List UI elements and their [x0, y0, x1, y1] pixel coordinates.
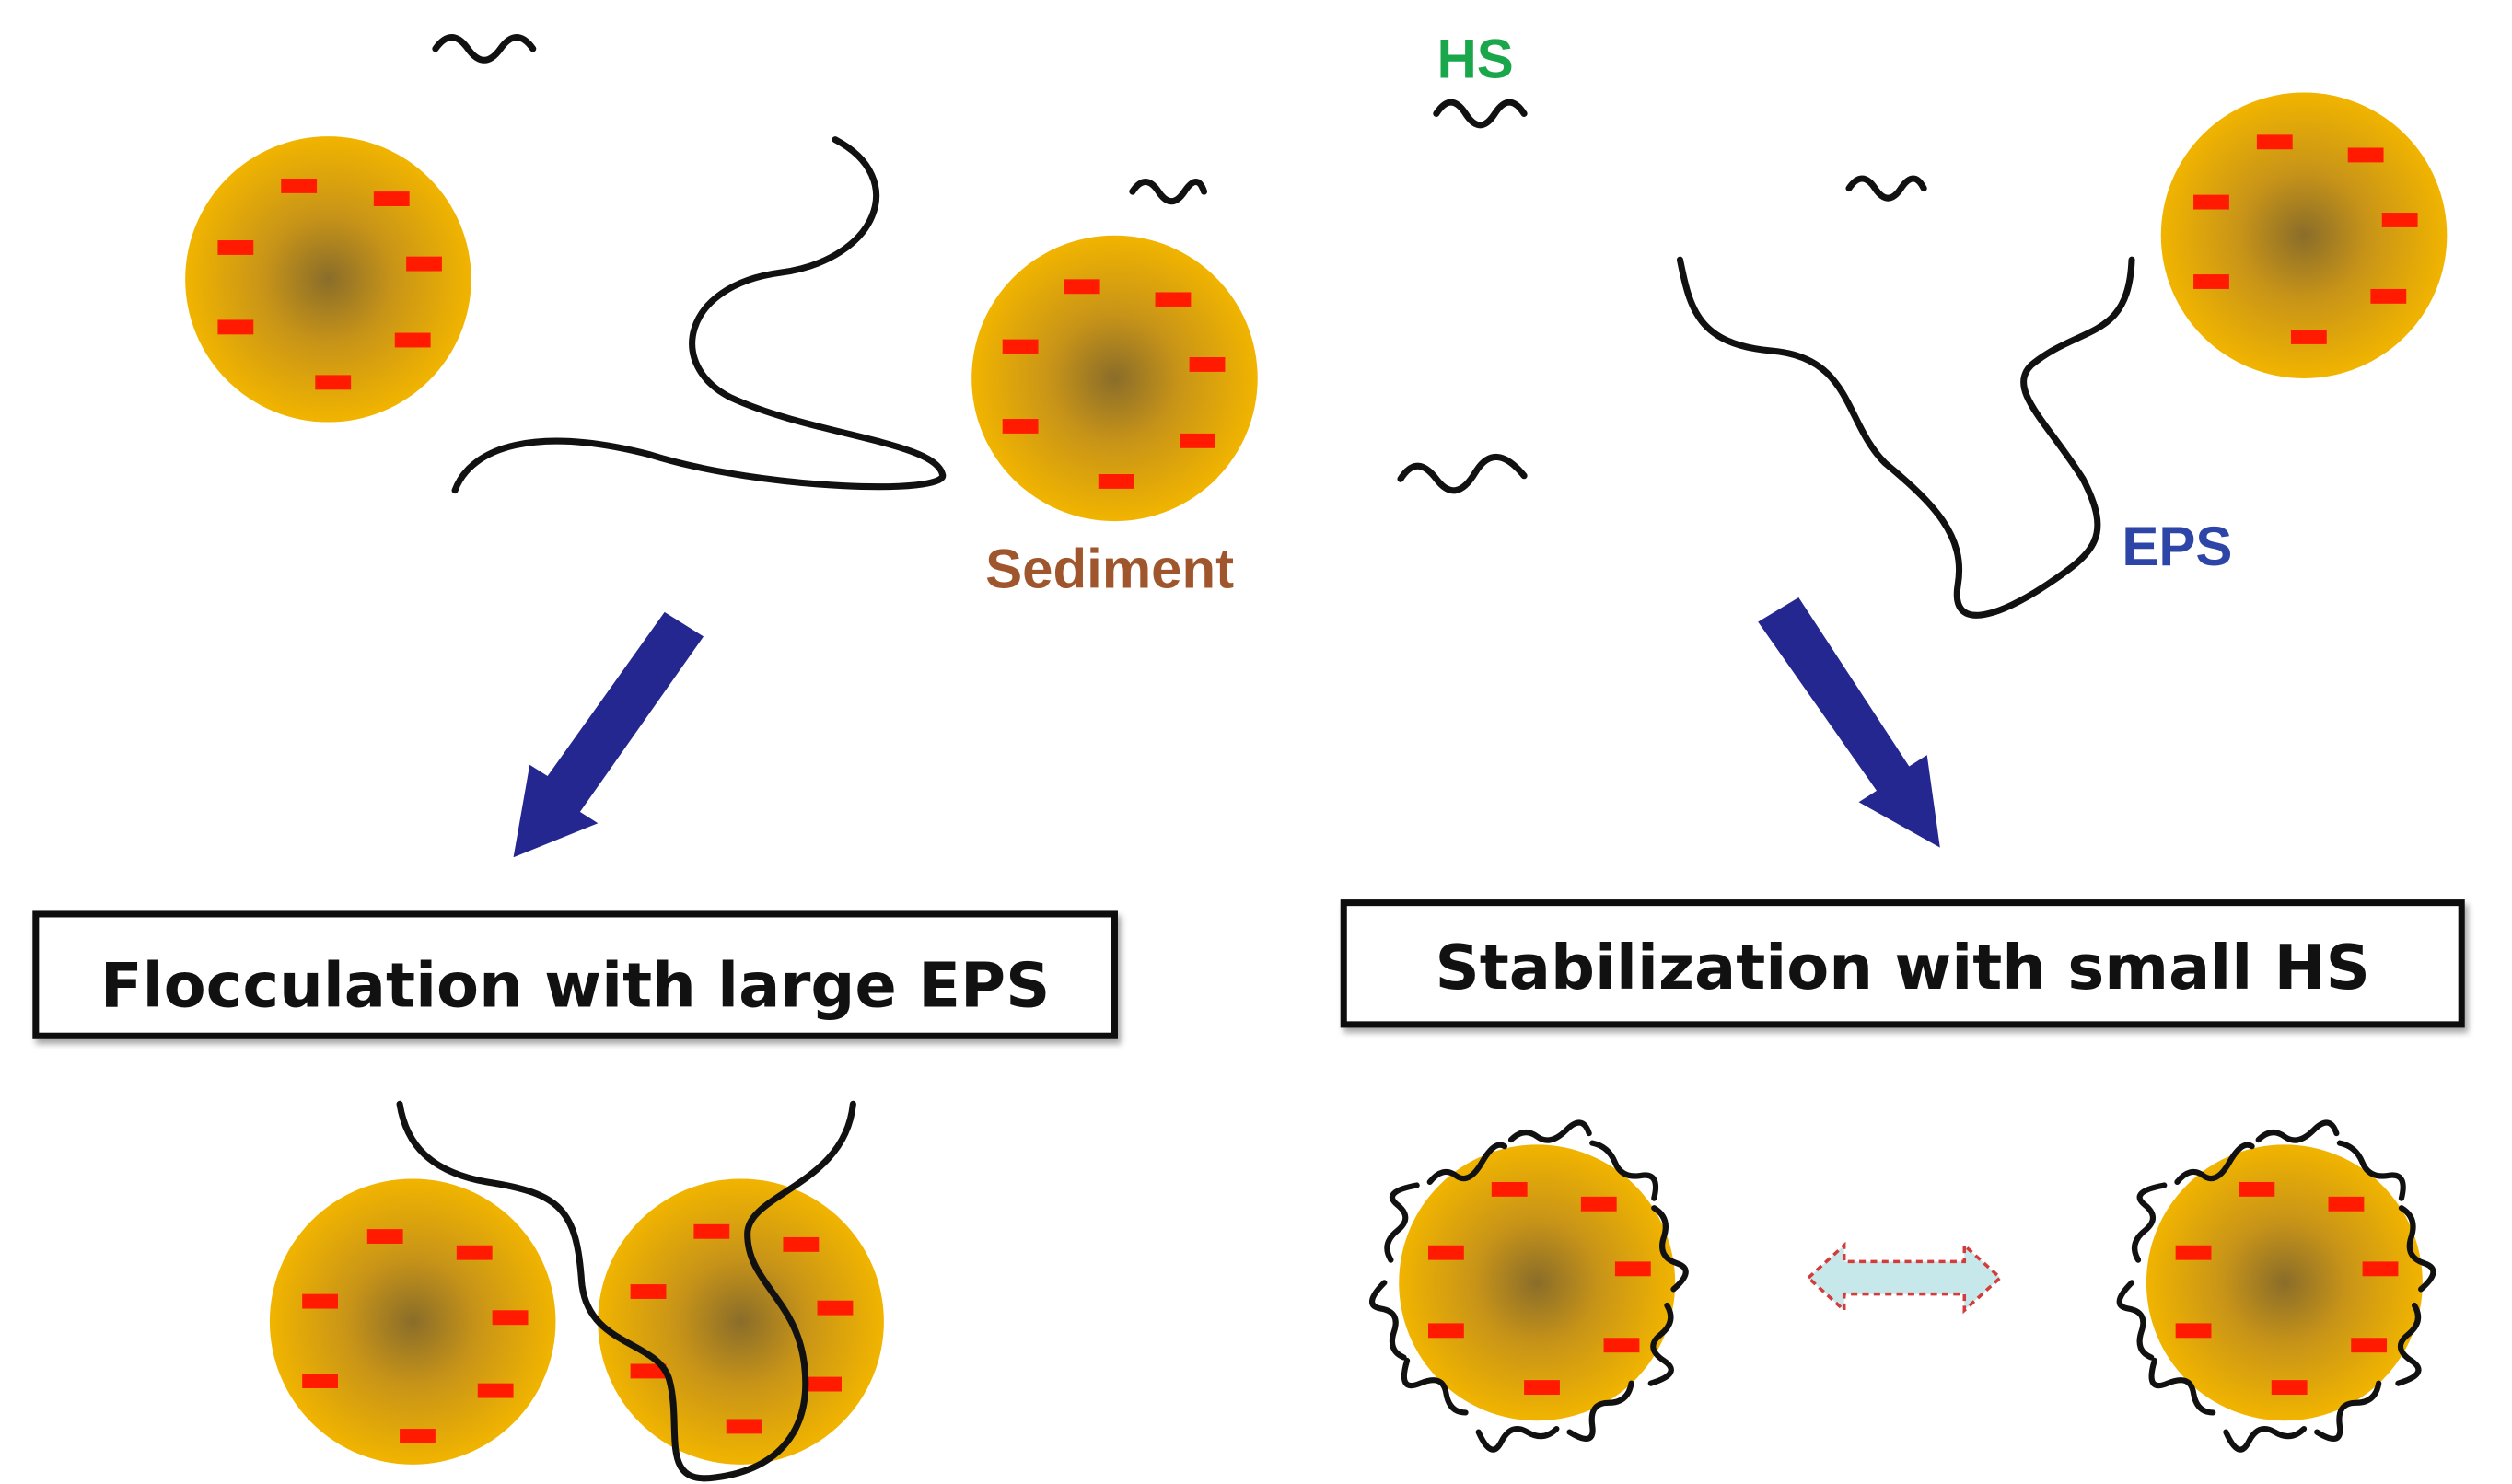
hs-squiggle	[1129, 179, 1208, 205]
sediment-particle	[2160, 92, 2448, 378]
hs-squiggle	[1845, 175, 1927, 202]
hs-squiggle	[1397, 453, 1528, 494]
flocculation-box	[32, 910, 1118, 1039]
eps-label: EPS	[2122, 516, 2232, 577]
hs-squiggle	[1433, 99, 1528, 129]
eps-chain	[1676, 256, 2135, 619]
hs-label: HS	[1437, 29, 1514, 90]
eps-chain	[451, 136, 946, 494]
arrow-down-left-icon	[513, 611, 704, 858]
sediment-particle	[971, 235, 1258, 522]
double-arrow-icon	[1806, 1241, 2003, 1315]
sediment-particle	[598, 1178, 884, 1465]
flocculation-title: Flocculation with large EPS	[100, 950, 1051, 1022]
hs-squiggle	[432, 34, 537, 64]
sediment-particle	[185, 136, 471, 423]
stabilized-particle	[1369, 1119, 1689, 1453]
sediment-particle	[269, 1178, 556, 1465]
stabilization-title: Stabilization with small HS	[1435, 932, 2369, 1003]
arrow-down-right-icon	[1758, 597, 1940, 848]
sediment-label: Sediment	[985, 538, 1234, 599]
stabilization-box	[1340, 899, 2465, 1028]
eps-bridge-chain	[396, 1100, 856, 1482]
stabilized-particle	[2116, 1119, 2436, 1453]
